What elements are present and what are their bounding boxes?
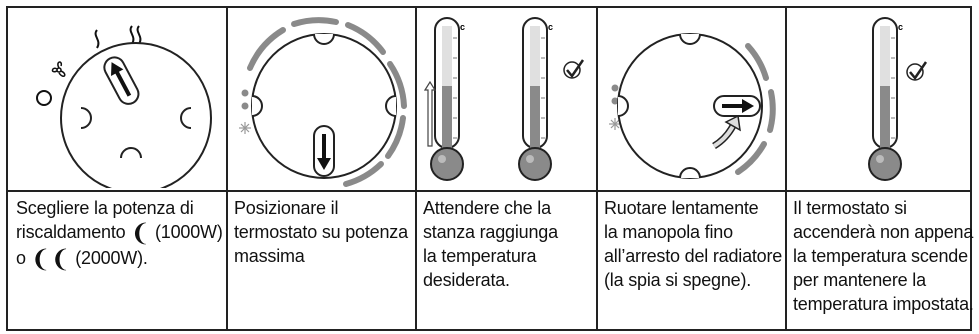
text-line: desiderata. (423, 270, 510, 290)
check-icon (563, 59, 585, 79)
step-5-illustration: c (787, 8, 970, 188)
text-line: all’arresto del radiatore (604, 246, 783, 266)
text-line: Attendere che la (423, 198, 551, 218)
step-3-text: Attendere che la stanza raggiunga la tem… (423, 196, 558, 292)
snowflake-icon (239, 122, 251, 134)
text-line: Scegliere la potenza di (16, 198, 194, 218)
text-line: per mantenere la (793, 270, 926, 290)
snowflake-icon (609, 118, 621, 130)
arrow-up-icon (103, 56, 140, 105)
step-4-text: Ruotare lentamente la manopola fino all’… (604, 196, 782, 292)
arrow-up-icon (423, 80, 437, 147)
row-divider (8, 190, 970, 192)
text-line: stanza raggiunga (423, 222, 558, 242)
step-5-text: Il termostato si accenderà non appena la… (793, 196, 974, 316)
text-line: o ❨❨ (2000W). (16, 246, 148, 273)
text-line: Posizionare il (234, 198, 339, 218)
svg-text:c: c (460, 22, 465, 32)
thermometer-icon: c (518, 17, 553, 181)
arrow-right-icon (713, 95, 761, 117)
single-wave-heat-icon: ❨ (130, 220, 151, 247)
rotate-arrow-icon (712, 114, 741, 150)
text-line: riscaldamento ❨ (1000W) (16, 220, 223, 247)
thermometer-icon: c (868, 17, 903, 181)
off-circle-icon (36, 90, 52, 106)
dial-gauge (735, 43, 776, 175)
double-wave-heat-icon (129, 25, 142, 45)
thermometer-icon: c (430, 17, 465, 181)
text-line: temperatura impostata. (793, 294, 974, 314)
dial-gauge (247, 17, 407, 187)
text-line: termostato su potenza (234, 222, 408, 242)
text-line: Ruotare lentamente (604, 198, 759, 218)
step-2-illustration (228, 8, 415, 188)
text-line: la temperatura (423, 246, 537, 266)
check-icon (906, 61, 928, 81)
arrow-down-icon (313, 125, 335, 177)
step-1-illustration (8, 8, 226, 188)
step-1-text: Scegliere la potenza di riscaldamento ❨ … (16, 196, 223, 272)
svg-text:c: c (548, 22, 553, 32)
instruction-table: c c (6, 6, 974, 331)
column-divider (596, 8, 598, 329)
dial (60, 42, 212, 188)
text-line: la manopola fino (604, 222, 733, 242)
column-divider (415, 8, 417, 329)
single-wave-heat-icon (94, 29, 100, 49)
text-line: Il termostato si (793, 198, 907, 218)
step-3-illustration: c c (417, 8, 596, 188)
double-wave-heat-icon: ❨❨ (30, 246, 71, 273)
text-line: massima (234, 246, 305, 266)
column-divider (226, 8, 228, 329)
text-line: la temperatura scende (793, 246, 968, 266)
svg-text:c: c (898, 22, 903, 32)
text-line: (la spia si spegne). (604, 270, 752, 290)
step-4-illustration (598, 8, 785, 188)
text-line: accenderà non appena (793, 222, 974, 242)
column-divider (785, 8, 787, 329)
fan-icon (51, 61, 66, 77)
step-2-text: Posizionare il termostato su potenza mas… (234, 196, 408, 268)
